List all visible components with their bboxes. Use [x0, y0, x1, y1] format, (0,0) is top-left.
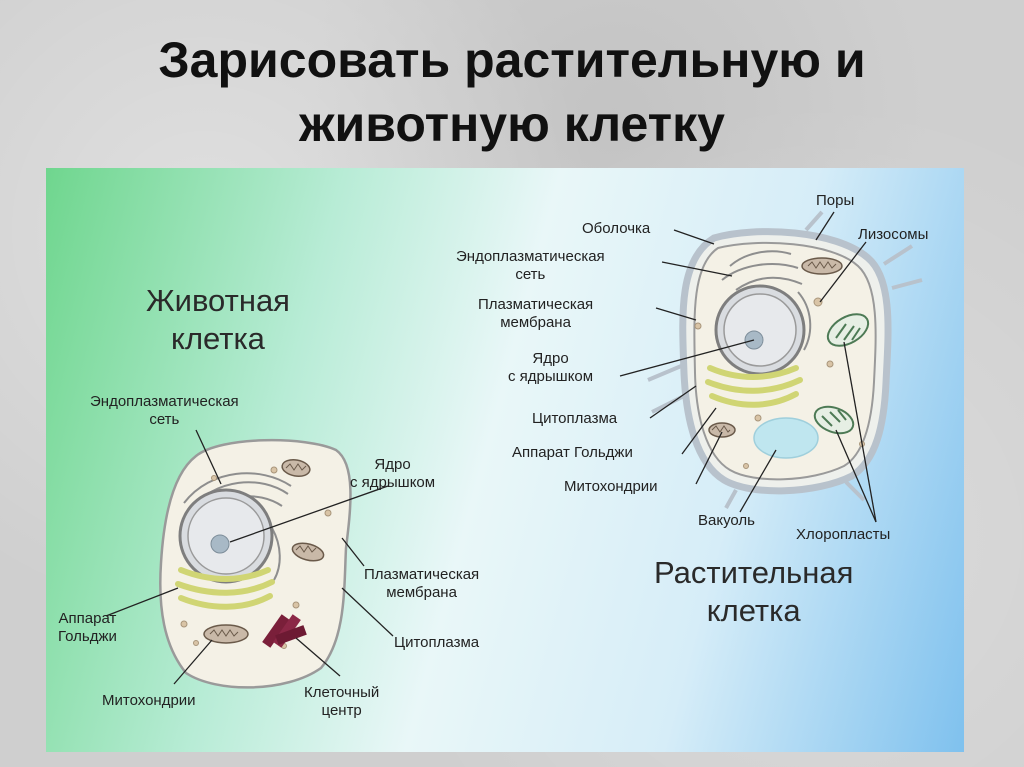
- page-title: Зарисовать растительную и животную клетк…: [0, 28, 1024, 156]
- plant-label-membrane-line-2: мембрана: [500, 314, 571, 331]
- animal-label-golgi-line-2: Гольджи: [58, 628, 117, 645]
- animal-label-golgi: Аппарат Гольджи: [58, 610, 117, 646]
- animal-vesicles: [180, 466, 332, 649]
- plant-label-golgi: Аппарат Гольджи: [512, 444, 633, 462]
- animal-label-mitochondria-text: Митохондрии: [102, 692, 196, 709]
- animal-label-er: Эндоплазматическая сеть: [90, 393, 239, 429]
- plant-cell: [619, 210, 923, 523]
- plant-label-vacuole-text: Вакуоль: [698, 512, 755, 529]
- plant-vacuole: [753, 417, 819, 459]
- animal-label-er-line-2: сеть: [149, 411, 180, 428]
- animal-label-membrane-line-2: мембрана: [386, 584, 457, 601]
- plant-label-nucleus-line-1: Ядро: [532, 350, 569, 367]
- animal-nucleolus: [210, 534, 230, 554]
- plant-leader-lines: [619, 211, 877, 523]
- plant-label-wall-text: Оболочка: [582, 220, 651, 237]
- animal-mitochondria: [203, 459, 325, 644]
- animal-leader-lines: [105, 429, 394, 685]
- title-line-2: животную клетку: [299, 96, 725, 152]
- cells-illustration: [105, 210, 923, 689]
- plant-mitochondria: [708, 257, 843, 438]
- animal-label-centrosome-line-2: центр: [321, 702, 362, 719]
- animal-label-golgi-line-1: Аппарат: [58, 610, 117, 627]
- title-line-1: Зарисовать растительную и: [158, 32, 866, 88]
- plant-label-lysosomes-text: Лизосомы: [858, 226, 929, 243]
- animal-label-centrosome: Клеточный центр: [304, 684, 379, 720]
- animal-cell: [105, 429, 394, 689]
- plant-label-membrane-line-1: Плазматическая: [478, 296, 594, 313]
- animal-label-cytoplasm: Цитоплазма: [394, 634, 479, 652]
- plant-label-nucleus-line-2: с ядрышком: [508, 368, 594, 385]
- plant-label-nucleus: Ядро с ядрышком: [508, 350, 593, 386]
- animal-label-mitochondria: Митохондрии: [102, 692, 196, 710]
- plant-vesicles: [694, 297, 865, 469]
- animal-label-centrosome-line-1: Клеточный: [304, 684, 380, 701]
- animal-label-membrane-line-1: Плазматическая: [364, 566, 480, 583]
- plant-label-mitochondria: Митохондрии: [564, 478, 658, 496]
- plant-label-er-line-2: сеть: [515, 266, 546, 283]
- animal-golgi: [175, 567, 275, 610]
- plant-heading-line-2: клетка: [706, 593, 801, 628]
- plant-label-er-line-1: Эндоплазматическая: [456, 248, 605, 265]
- plant-label-cytoplasm-text: Цитоплазма: [532, 410, 618, 427]
- animal-label-nucleus-line-2: с ядрышком: [350, 474, 436, 491]
- animal-label-membrane: Плазматическая мембрана: [364, 566, 479, 602]
- animal-centrosome: [262, 614, 307, 648]
- animal-label-er-line-1: Эндоплазматическая: [90, 393, 239, 410]
- plant-label-cytoplasm: Цитоплазма: [532, 410, 617, 428]
- animal-label-nucleus: Ядро с ядрышком: [350, 456, 435, 492]
- diagram-panel: Животная клетка Эндоплазматическая сеть …: [46, 168, 964, 752]
- plant-label-vacuole: Вакуоль: [698, 512, 755, 530]
- animal-heading-line-2: клетка: [171, 321, 265, 356]
- plant-label-er: Эндоплазматическая сеть: [456, 248, 605, 284]
- animal-label-nucleus-line-1: Ядро: [374, 456, 411, 473]
- animal-cell-heading: Животная клетка: [146, 282, 290, 358]
- plant-cell-heading: Растительная клетка: [654, 554, 853, 630]
- plant-wall-extensions: [647, 210, 923, 509]
- animal-heading-line-1: Животная: [146, 283, 290, 318]
- plant-label-chloroplasts: Хлоропласты: [796, 526, 890, 544]
- plant-label-pores-text: Поры: [816, 192, 855, 209]
- plant-label-wall: Оболочка: [582, 220, 650, 238]
- plant-heading-line-1: Растительная: [654, 555, 854, 590]
- plant-chloroplasts: [813, 313, 870, 435]
- plant-label-lysosomes: Лизосомы: [858, 226, 928, 244]
- plant-label-pores: Поры: [816, 192, 854, 210]
- plant-label-membrane: Плазматическая мембрана: [478, 296, 593, 332]
- animal-label-cytoplasm-text: Цитоплазма: [394, 634, 480, 651]
- plant-golgi: [705, 365, 803, 408]
- plant-label-chloroplasts-text: Хлоропласты: [796, 526, 891, 543]
- plant-label-golgi-text: Аппарат Гольджи: [512, 444, 633, 461]
- plant-label-mitochondria-text: Митохондрии: [564, 478, 658, 495]
